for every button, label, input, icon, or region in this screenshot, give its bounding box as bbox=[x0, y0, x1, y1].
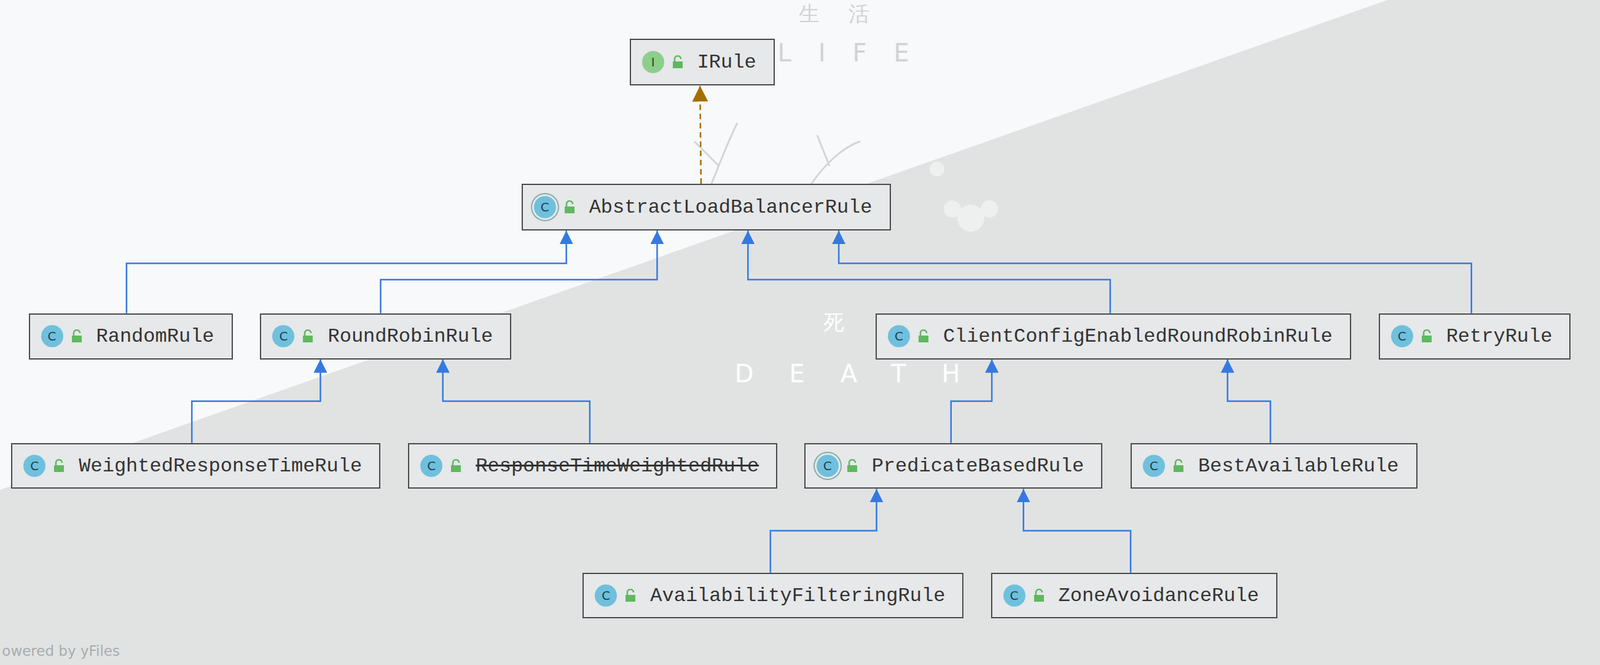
lock-icon bbox=[1420, 329, 1433, 343]
class-box: C PredicateBasedRule bbox=[804, 443, 1103, 490]
type-icon: C bbox=[594, 584, 617, 607]
class-box: C ResponseTimeWeightedRule bbox=[407, 443, 778, 490]
class-name: AbstractLoadBalancerRule bbox=[589, 196, 873, 219]
class-box: C RandomRule bbox=[28, 313, 233, 360]
class-box: C WeightedResponseTimeRule bbox=[11, 443, 381, 490]
class-box: C RoundRobinRule bbox=[259, 313, 512, 360]
inheritance-arrow bbox=[380, 230, 657, 314]
lock-icon bbox=[1172, 458, 1185, 473]
lock-icon bbox=[70, 329, 83, 343]
class-box: C BestAvailableRule bbox=[1130, 443, 1417, 490]
type-icon: C bbox=[1142, 454, 1165, 477]
class-name: ZoneAvoidanceRule bbox=[1058, 584, 1259, 608]
type-icon: C bbox=[272, 325, 295, 348]
lock-icon bbox=[624, 588, 637, 603]
lock-icon bbox=[1032, 588, 1046, 603]
class-name: WeightedResponseTimeRule bbox=[78, 454, 362, 478]
type-icon: I bbox=[642, 50, 665, 74]
inheritance-arrow bbox=[1227, 359, 1271, 444]
inheritance-arrow bbox=[770, 488, 877, 573]
watermark-text: LIFE bbox=[777, 38, 936, 67]
type-icon: C bbox=[816, 454, 839, 477]
inheritance-arrow bbox=[443, 359, 590, 444]
lock-icon bbox=[563, 200, 576, 214]
class-name: PredicateBasedRule bbox=[871, 454, 1085, 478]
type-icon: C bbox=[23, 454, 46, 477]
class-box: C AvailabilityFilteringRule bbox=[582, 572, 964, 619]
flower-decoration bbox=[929, 161, 998, 232]
watermark-text: 死 bbox=[823, 308, 845, 337]
lock-icon bbox=[846, 458, 859, 473]
type-icon: C bbox=[1391, 325, 1414, 348]
type-icon: C bbox=[420, 454, 443, 477]
type-icon: C bbox=[1003, 584, 1026, 607]
class-name: BestAvailableRule bbox=[1198, 454, 1399, 478]
type-icon: C bbox=[533, 196, 557, 219]
class-name: IRule bbox=[697, 50, 757, 74]
lock-icon bbox=[52, 458, 66, 473]
class-name: ResponseTimeWeightedRule bbox=[475, 454, 759, 478]
type-icon: C bbox=[41, 325, 64, 348]
class-name: RandomRule bbox=[96, 325, 215, 348]
class-box: C AbstractLoadBalancerRule bbox=[521, 183, 891, 231]
realization-arrow bbox=[699, 85, 702, 184]
class-box: C ZoneAvoidanceRule bbox=[991, 572, 1278, 619]
class-box: C ClientConfigEnabledRoundRobinRule bbox=[875, 313, 1352, 360]
inheritance-arrow bbox=[1023, 488, 1131, 573]
inheritance-arrow bbox=[191, 359, 321, 444]
lock-icon bbox=[917, 329, 930, 343]
inheritance-arrow bbox=[747, 230, 1111, 314]
class-name: RoundRobinRule bbox=[327, 325, 493, 348]
inheritance-arrow bbox=[838, 230, 1472, 314]
inheritance-arrow bbox=[126, 230, 567, 314]
lock-icon bbox=[671, 55, 684, 69]
class-name: ClientConfigEnabledRoundRobinRule bbox=[943, 325, 1333, 348]
credit-text: owered by yFiles bbox=[1, 642, 120, 659]
watermark-text: DEATH bbox=[734, 359, 997, 388]
class-name: RetryRule bbox=[1446, 325, 1553, 348]
lock-icon bbox=[449, 458, 463, 473]
lock-icon bbox=[301, 329, 314, 343]
type-icon: C bbox=[887, 325, 910, 348]
watermark-text: 生 活 bbox=[798, 0, 881, 29]
class-box: C RetryRule bbox=[1378, 313, 1572, 360]
interface-box: I IRule bbox=[629, 38, 775, 86]
class-name: AvailabilityFilteringRule bbox=[650, 584, 946, 608]
